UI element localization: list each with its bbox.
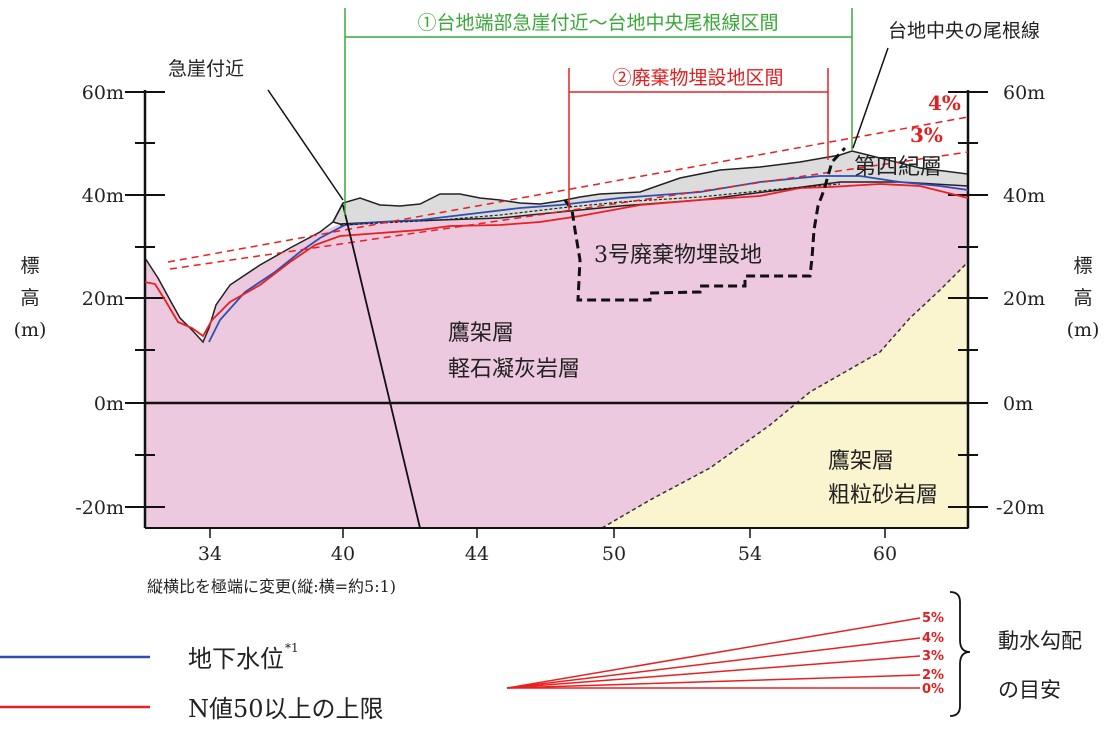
y-axis-label-char: 高 <box>20 287 39 309</box>
gradient-title-line2: の目安 <box>998 678 1061 702</box>
x-tick-label: 54 <box>738 543 762 565</box>
n50-line <box>144 183 969 338</box>
legend-n50-label: N値50以上の上限 <box>188 695 384 723</box>
y-axis-label-unit: (m) <box>14 319 47 341</box>
disposal-site-outline <box>563 146 847 302</box>
quaternary-label: 第四紀層 <box>854 155 942 180</box>
slope-4pct-line <box>167 116 969 263</box>
groundwater-line <box>208 175 969 343</box>
legend-groundwater-sup: *1 <box>285 641 299 655</box>
cliff-label: 急崖付近 <box>168 58 244 80</box>
x-tick-label: 40 <box>331 543 355 565</box>
gradient-label: 0% <box>922 682 944 697</box>
y-axis-label-char-right: 高 <box>1073 287 1092 309</box>
x-tick-label: 50 <box>602 543 626 565</box>
y-tick-label: 40m <box>82 185 124 207</box>
quaternary-layer <box>331 150 969 225</box>
y-tick-label: 60m <box>82 82 124 104</box>
pumice-label-line1: 鷹架層 <box>448 321 514 346</box>
x-tick-label: 60 <box>873 543 897 565</box>
fault-line <box>342 204 421 529</box>
section2-label: ②廃棄物埋設地区間 <box>612 67 783 89</box>
y-tick-label-right: 20m <box>1003 288 1045 310</box>
x-tick-label: 34 <box>198 543 222 565</box>
sandstone-label-line1: 鷹架層 <box>828 449 894 474</box>
disposal-label: 3号廃棄物埋設地 <box>594 243 762 268</box>
y-axis-label-char-right: 標 <box>1073 255 1092 277</box>
section2-bracket <box>568 68 829 210</box>
y-tick-label: 0m <box>94 393 124 415</box>
gradient-guide-fan <box>506 617 921 689</box>
slope-3pct-line <box>169 151 969 270</box>
gradient-title-line1: 動水勾配 <box>998 629 1082 653</box>
gradient-brace <box>949 591 971 717</box>
legend-groundwater-label: 地下水位 <box>188 645 284 673</box>
y-axis-label-char: 標 <box>20 255 39 277</box>
y-tick-label: 20m <box>82 288 124 310</box>
section1-label: ①台地端部急崖付近～台地中央尾根線区間 <box>417 12 778 34</box>
y-tick-label-right: -20m <box>996 497 1045 519</box>
ridge-label: 台地中央の尾根線 <box>888 20 1040 42</box>
pumice-label-line2: 軽石凝灰岩層 <box>448 357 580 382</box>
gradient-label: 3% <box>922 649 944 664</box>
gradient-label: 2% <box>922 668 944 683</box>
section1-bracket <box>344 8 853 215</box>
gradient-label: 5% <box>922 611 944 626</box>
y-tick-label: -20m <box>75 497 124 519</box>
y-axis-label-unit-right: (m) <box>1067 319 1100 341</box>
y-tick-label-right: 0m <box>1003 393 1033 415</box>
gradient-label: 4% <box>922 631 944 646</box>
x-tick-label: 44 <box>465 543 489 565</box>
sandstone-label-line2: 粗粒砂岩層 <box>828 483 938 508</box>
slope-3pct-label: 3% <box>910 123 943 147</box>
aspect-note: 縦横比を極端に変更(縦:横=約5:1) <box>147 577 396 596</box>
y-tick-label-right: 40m <box>1003 185 1045 207</box>
slope-4pct-label: 4% <box>928 91 961 115</box>
y-tick-label-right: 60m <box>1003 82 1045 104</box>
